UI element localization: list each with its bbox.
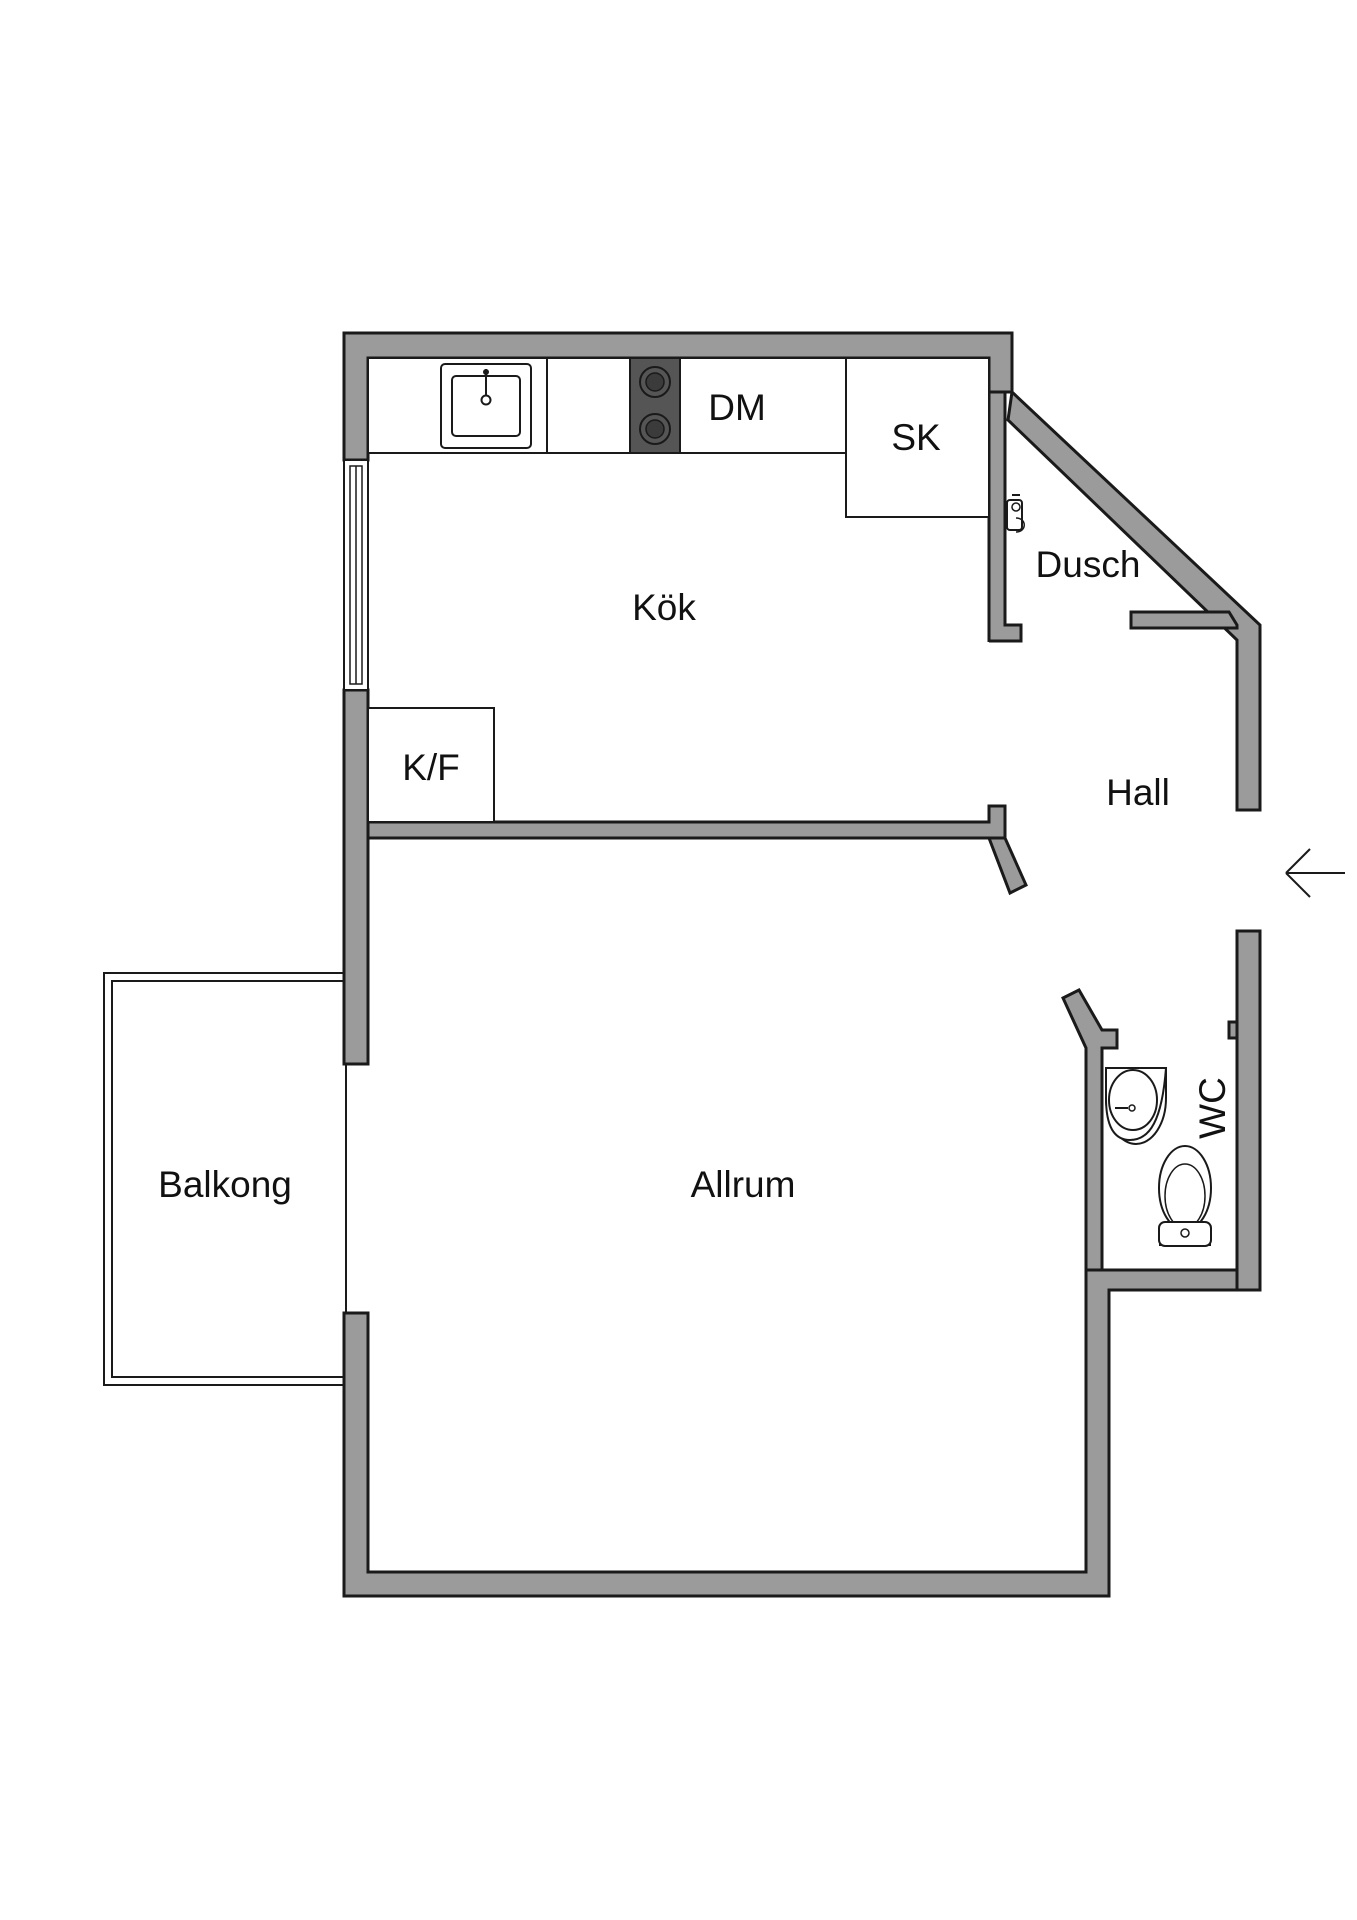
interior-walls bbox=[366, 390, 1239, 1272]
washbasin bbox=[1105, 1067, 1168, 1145]
room-label-kitchen: Kök bbox=[632, 587, 696, 628]
stove bbox=[629, 357, 681, 454]
toilet-icon bbox=[1158, 1145, 1212, 1247]
room-label-balcony: Balkong bbox=[158, 1164, 292, 1205]
room-label-wc: WC bbox=[1192, 1077, 1233, 1139]
dishwasher-label: DM bbox=[708, 387, 766, 428]
fridge-freezer: K/F bbox=[367, 707, 495, 823]
wall-wc-east-stub bbox=[1227, 1020, 1239, 1040]
cabinet-label: SK bbox=[891, 417, 941, 458]
wall-diagonal bbox=[1006, 388, 1262, 812]
shower-mixer-icon bbox=[1006, 494, 1025, 533]
room-label-shower: Dusch bbox=[1036, 544, 1141, 585]
wall-bottom bbox=[342, 1268, 1260, 1598]
wall-kitchen-living bbox=[366, 804, 1007, 840]
cabinet-sk: SK bbox=[845, 357, 990, 518]
arrow-left-icon bbox=[1285, 848, 1345, 898]
outer-walls bbox=[342, 331, 1262, 1598]
wall-shower-south bbox=[1129, 610, 1239, 630]
wall-wc-west bbox=[1061, 988, 1119, 1272]
kitchen-window bbox=[343, 459, 369, 691]
balcony bbox=[103, 972, 347, 1386]
kitchen-counter bbox=[367, 357, 847, 454]
wall-left-mid bbox=[342, 688, 370, 1066]
room-label-living: Allrum bbox=[691, 1164, 796, 1205]
sink bbox=[440, 363, 532, 449]
fridge-freezer-label: K/F bbox=[402, 747, 460, 788]
wall-right-lower bbox=[1235, 929, 1262, 1292]
wall-door-stub bbox=[986, 836, 1028, 896]
room-label-hall: Hall bbox=[1106, 772, 1170, 813]
wall-shower-west bbox=[987, 390, 1023, 643]
